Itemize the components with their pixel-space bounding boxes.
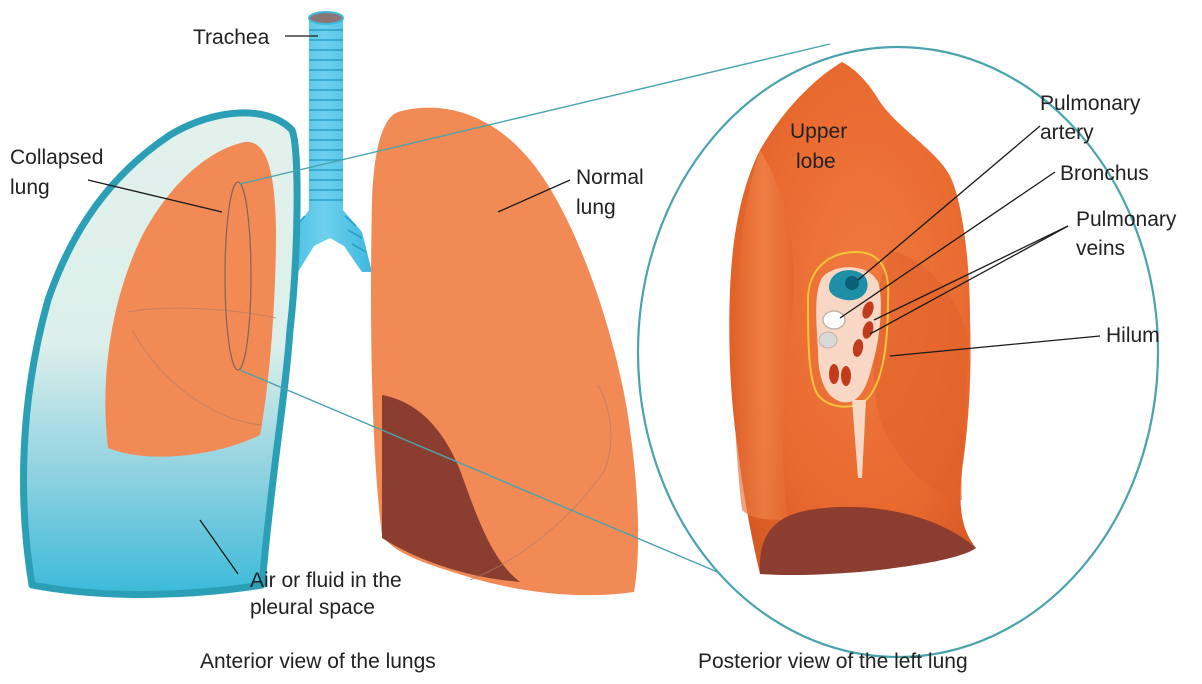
- posterior-view: Upper lobe Pulmonary artery Bronchus Pul…: [638, 47, 1177, 657]
- air-fluid-label-line2: pleural space: [250, 596, 375, 619]
- anterior-caption: Anterior view of the lungs: [200, 650, 436, 673]
- collapsed-lung-label-line2: lung: [10, 176, 50, 199]
- upper-lobe-label-line2: lobe: [796, 150, 836, 173]
- pulmonary-artery-label-line1: Pulmonary: [1040, 92, 1141, 115]
- bronchus-vessel: [823, 311, 845, 329]
- anterior-view: Trachea Collapsed lung Normal lung Air o…: [10, 12, 644, 619]
- pulmonary-artery-label-line2: artery: [1040, 121, 1094, 144]
- pulmonary-veins-label-line2: veins: [1076, 237, 1125, 260]
- normal-lung-label-line1: Normal: [576, 166, 644, 189]
- air-fluid-label-line1: Air or fluid in the: [250, 569, 402, 592]
- pulmonary-veins-label-line1: Pulmonary: [1076, 208, 1177, 231]
- upper-lobe-label-line1: Upper: [790, 120, 847, 143]
- collapsed-lung-label-line1: Collapsed: [10, 146, 103, 169]
- normal-lung-label-line2: lung: [576, 196, 616, 219]
- posterior-caption: Posterior view of the left lung: [698, 650, 968, 673]
- bronchus-label: Bronchus: [1060, 162, 1149, 185]
- trachea-label: Trachea: [193, 26, 270, 49]
- hilum-label: Hilum: [1106, 324, 1160, 347]
